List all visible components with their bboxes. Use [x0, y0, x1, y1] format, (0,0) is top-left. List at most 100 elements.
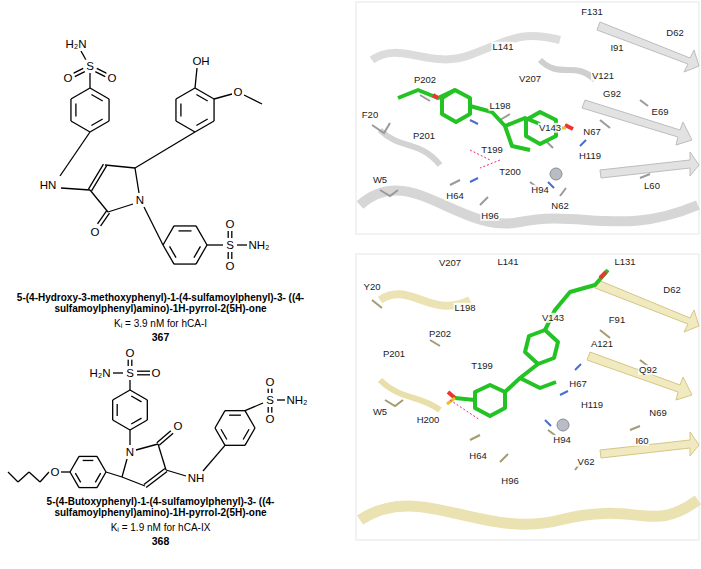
- residue-label: E69: [651, 107, 670, 117]
- bond-line: [170, 246, 177, 257]
- residue-label: F131: [580, 7, 604, 17]
- atom-label: O: [151, 367, 162, 380]
- residue-label: L141: [496, 257, 519, 267]
- residue-label: W5: [372, 407, 388, 417]
- residue-label: V143: [541, 313, 565, 323]
- residue-label: V207: [438, 258, 462, 268]
- residue-label: N67: [582, 127, 601, 137]
- bond-line: [174, 225, 196, 226]
- bond-line: [70, 456, 79, 472]
- bond-line: [228, 252, 229, 259]
- residue-label: H64: [468, 451, 487, 461]
- residue-label: H94: [530, 185, 549, 195]
- bond-line: [70, 472, 79, 488]
- bond-line: [225, 410, 245, 411]
- residue-label: H96: [480, 211, 499, 221]
- residue-label: V62: [577, 457, 596, 467]
- bond-line: [195, 68, 197, 88]
- compound-number: 367: [3, 332, 318, 344]
- bond-line: [97, 456, 106, 472]
- bond-line: [108, 204, 133, 212]
- residue-label: G92: [602, 89, 622, 99]
- atom-label: O: [50, 466, 61, 479]
- compound-name: 5-(4-Butoxyphenyl)-1-(4-sulfamoylphenyl)…: [3, 496, 318, 518]
- bond-line: [113, 372, 123, 373]
- bond-line: [195, 121, 214, 132]
- residue-label: Y20: [363, 282, 382, 292]
- bond-line: [214, 94, 232, 99]
- bond-line: [231, 231, 232, 238]
- atom-label: S: [85, 60, 95, 73]
- bond-line: [176, 121, 195, 132]
- atom-label: NH₂: [285, 394, 308, 407]
- bond-line: [122, 459, 127, 477]
- residue-label: H67: [568, 379, 587, 389]
- bond-line: [90, 190, 108, 212]
- atom-label: H₂N: [64, 38, 87, 51]
- bond-line: [105, 165, 135, 168]
- atom-label: H₂N: [88, 367, 111, 380]
- bond-line: [108, 99, 109, 121]
- atom-label: O: [225, 218, 236, 231]
- atom-label: O: [125, 347, 136, 360]
- residue-label: H94: [552, 435, 571, 445]
- atom-label: S: [125, 367, 135, 380]
- bond-line: [213, 99, 214, 121]
- bond-line: [83, 460, 94, 461]
- residue-label: F20: [361, 110, 379, 120]
- bond-line: [98, 211, 107, 224]
- atom-label: NH: [187, 472, 206, 485]
- atom-label: S: [265, 394, 275, 407]
- bond-line: [79, 456, 97, 457]
- residue-label: D62: [662, 285, 681, 295]
- bond-line: [245, 411, 255, 428]
- bond-line: [61, 471, 70, 472]
- atom-label: O: [233, 86, 244, 99]
- bond-line: [277, 399, 285, 400]
- residue-label: P202: [413, 75, 437, 85]
- bond-line: [91, 95, 102, 102]
- residue-label: P201: [382, 349, 406, 359]
- bond-line: [95, 473, 100, 482]
- residue-label: H200: [416, 415, 441, 425]
- bond-line: [97, 68, 107, 73]
- atom-label: O: [225, 260, 236, 273]
- bond-line: [106, 472, 122, 477]
- inhibition-constant: Kᵢ = 1.9 nM for hCA-IX: [3, 522, 318, 533]
- residue-label: P201: [412, 131, 436, 141]
- bond-line: [243, 429, 249, 439]
- bond-line: [129, 430, 130, 445]
- residue-label: Q92: [638, 365, 658, 375]
- bond-line: [136, 444, 158, 450]
- bond-line: [245, 428, 255, 445]
- bond-line: [8, 472, 18, 482]
- bond-line: [194, 246, 201, 257]
- bond-line: [174, 263, 196, 264]
- bond-line: [122, 477, 145, 486]
- bond-line: [90, 88, 109, 99]
- bond-line: [135, 132, 195, 168]
- atom-label: S: [225, 239, 235, 252]
- atom-label: O: [107, 72, 118, 85]
- bond-line: [245, 403, 263, 411]
- residue-label: A121: [590, 339, 614, 349]
- bond-line: [158, 444, 166, 470]
- bond-line: [225, 445, 245, 446]
- bond-line: [89, 73, 90, 88]
- atom-label: HN: [39, 179, 58, 192]
- bond-line: [129, 380, 130, 390]
- bond-line: [146, 471, 167, 487]
- bond-line: [131, 359, 132, 366]
- atom-label: N: [135, 194, 145, 207]
- residue-label: T199: [470, 361, 494, 371]
- bond-line: [79, 487, 97, 488]
- bond-line: [203, 445, 225, 471]
- bond-line: [128, 359, 129, 366]
- bond-line: [163, 245, 174, 264]
- inhibition-constant: Kᵢ = 3.9 nM for hCA-I: [3, 318, 318, 329]
- bond-line: [166, 470, 186, 476]
- residue-label: I60: [634, 436, 649, 446]
- bond-line: [91, 119, 102, 126]
